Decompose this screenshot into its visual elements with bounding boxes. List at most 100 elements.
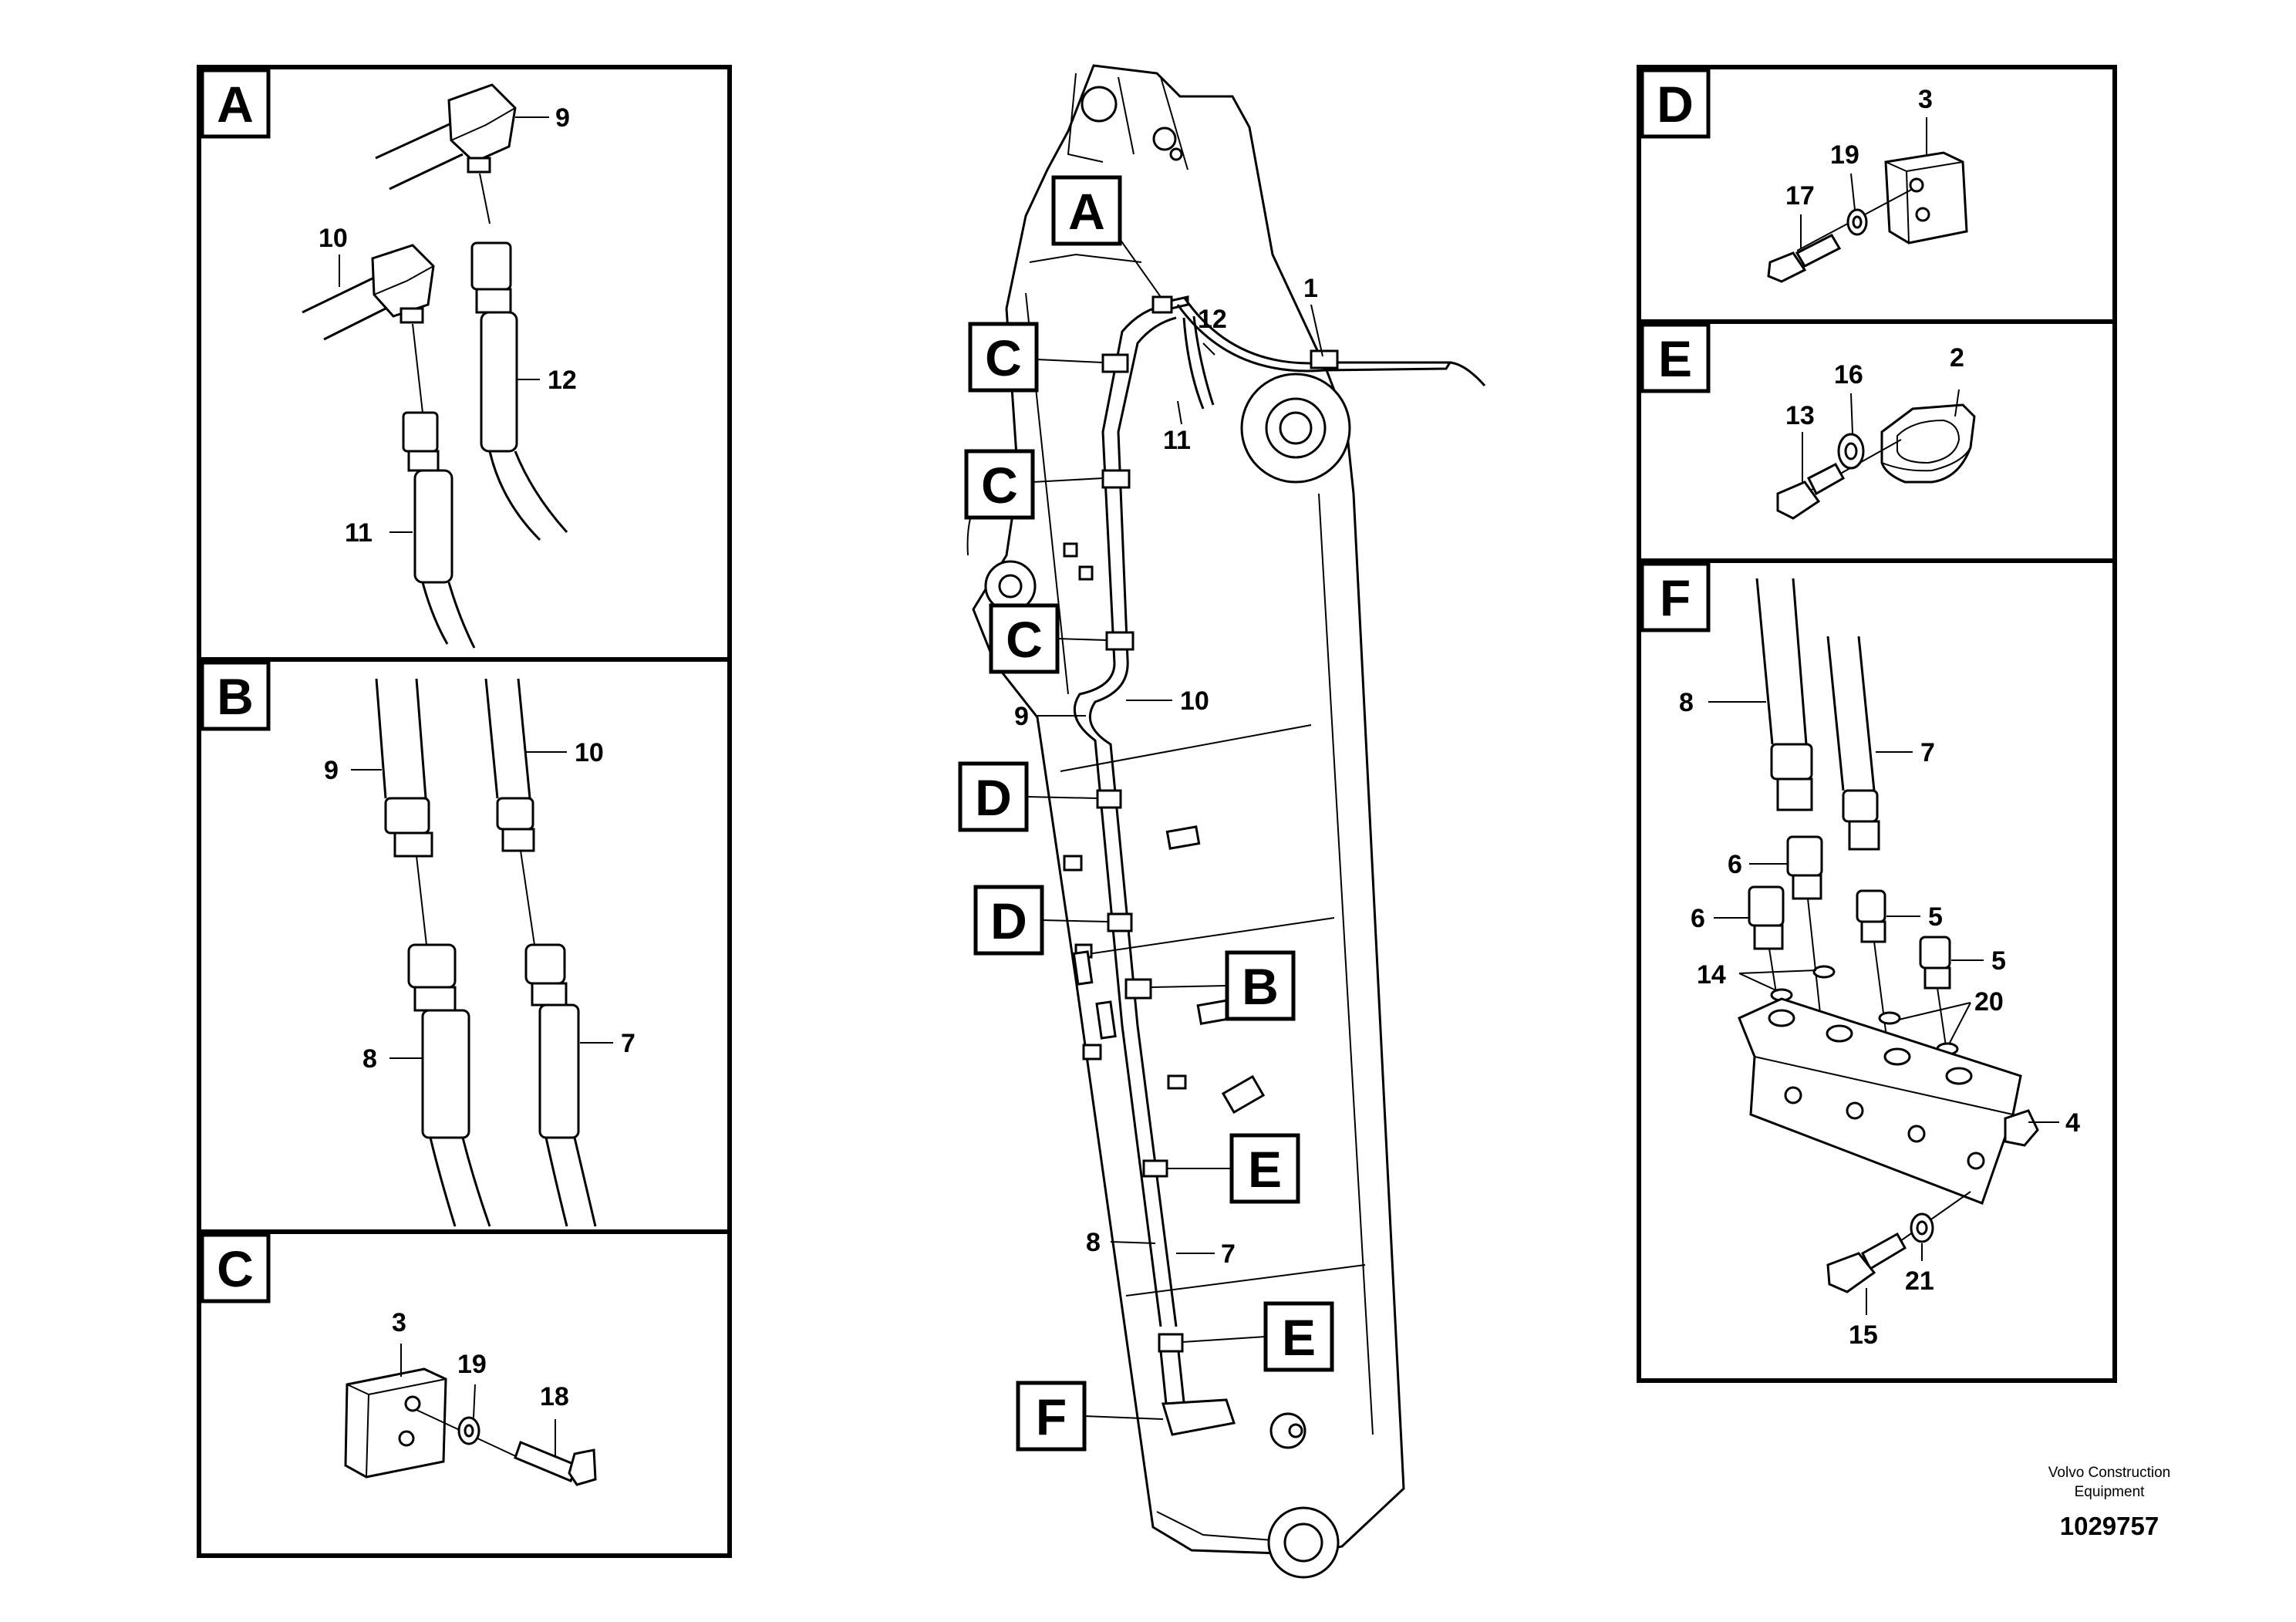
- clamp-e2-mark: [1158, 1333, 1184, 1353]
- label-3: 3: [392, 1308, 406, 1337]
- label-21: 21: [1905, 1266, 1934, 1296]
- label-18: 18: [540, 1382, 569, 1411]
- label-8: 8: [1679, 688, 1694, 717]
- callout-e1: E: [1248, 1141, 1282, 1198]
- callout-a-box: [1051, 175, 1122, 246]
- panel-e-frame: [1637, 319, 2117, 563]
- main-label-12: 12: [1198, 305, 1227, 334]
- label-7: 7: [1920, 738, 1935, 767]
- clamp-c1-mark: [1101, 353, 1129, 373]
- label-16: 16: [1834, 360, 1863, 389]
- company-line-2: Equipment: [2075, 1484, 2146, 1500]
- label-11: 11: [345, 518, 373, 548]
- clamp-1-mark: [1310, 349, 1339, 369]
- main-label-7: 7: [1221, 1239, 1236, 1269]
- hose-9-elbow: [375, 83, 517, 191]
- washer-19: [457, 1416, 480, 1445]
- washer-16: [1837, 433, 1865, 470]
- label-2: 2: [1950, 343, 1964, 373]
- bolt-15: [1826, 1232, 1907, 1293]
- clamp-c3-mark: [1105, 631, 1135, 651]
- bolt-17: [1767, 234, 1842, 283]
- main-callouts: A C C C D D B E E F: [958, 175, 1334, 1452]
- main-label-8: 8: [1086, 1228, 1101, 1257]
- callout-c2: C: [981, 457, 1018, 514]
- washer-21: [1910, 1212, 1934, 1243]
- panel-f: F 8 7 6 6: [1637, 558, 2117, 1383]
- callout-c2-box: [964, 449, 1035, 520]
- clamp-3: [344, 1367, 447, 1479]
- panel-b: B: [197, 657, 732, 1234]
- hose-8: [1755, 578, 1813, 811]
- callout-a: A: [1068, 183, 1105, 240]
- callout-d2-box: [973, 885, 1044, 956]
- main-label-11: 11: [1163, 426, 1191, 455]
- adapter-6a: [1786, 835, 1823, 900]
- hose-7: [1826, 636, 1880, 851]
- clamp-2: [1880, 403, 1976, 484]
- hose-8-fitting: [407, 943, 491, 1227]
- label-4: 4: [2065, 1108, 2080, 1138]
- panel-b-letter-box: [200, 660, 271, 731]
- o-ring-14b: [1812, 965, 1836, 979]
- clamp-3: [1884, 151, 1968, 244]
- panel-d: D 3 19 17: [1637, 65, 2117, 324]
- label-19: 19: [457, 1350, 487, 1379]
- panel-a-letter-box: [200, 68, 271, 139]
- callout-f-box: [1016, 1381, 1087, 1452]
- panel-f-letter-box: [1640, 561, 1711, 632]
- label-17: 17: [1785, 181, 1815, 211]
- panel-c-letter-box: [200, 1233, 271, 1303]
- label-13: 13: [1785, 401, 1815, 430]
- label-10: 10: [575, 738, 604, 767]
- bolt-18: [514, 1441, 597, 1486]
- callout-c3-box: [989, 603, 1060, 674]
- label-5b: 5: [1991, 946, 2006, 976]
- panel-d-letter-box: [1640, 68, 1711, 139]
- label-7: 7: [621, 1029, 636, 1058]
- clamp-b-mark: [1124, 978, 1152, 1000]
- label-20: 20: [1974, 987, 2004, 1017]
- callout-e2: E: [1282, 1309, 1316, 1366]
- callout-f: F: [1036, 1388, 1067, 1445]
- label-5a: 5: [1928, 902, 1943, 932]
- callout-c3: C: [1006, 611, 1043, 668]
- label-8: 8: [362, 1044, 377, 1074]
- washer-19: [1846, 208, 1868, 236]
- label-10: 10: [319, 224, 348, 253]
- panel-b-letter: B: [217, 668, 254, 725]
- manifold-block-mark: [1161, 1398, 1236, 1436]
- clamp-d2-mark: [1107, 912, 1133, 932]
- clamp-d1-mark: [1096, 789, 1122, 809]
- label-6b: 6: [1691, 904, 1705, 933]
- adapter-5a: [1856, 889, 1886, 943]
- fitting-a-mark: [1151, 295, 1173, 314]
- hose-7-fitting: [524, 943, 597, 1227]
- main-labels: 1 12 11 9 10 8 7: [1014, 274, 1323, 1269]
- panel-a-frame: [197, 65, 732, 662]
- clamp-c2-mark: [1101, 469, 1131, 489]
- manifold-block-4: [1738, 997, 2039, 1205]
- callout-c1: C: [985, 329, 1022, 386]
- o-ring-20a: [1878, 1011, 1901, 1025]
- panel-f-letter: F: [1660, 569, 1691, 626]
- label-3: 3: [1918, 85, 1933, 114]
- boom-assembly: [966, 64, 1486, 1579]
- hose-11-fitting: [402, 411, 476, 649]
- panel-a-letter: A: [217, 76, 254, 133]
- drawing-number: 1029757: [2060, 1512, 2159, 1540]
- panel-a: A 12: [197, 65, 732, 662]
- hose-top-run: [1176, 296, 1452, 373]
- panel-e-letter-box: [1640, 322, 1711, 393]
- label-9: 9: [555, 103, 570, 133]
- hose-12-fitting: [470, 241, 568, 541]
- label-19: 19: [1830, 140, 1859, 170]
- callout-d2: D: [990, 892, 1027, 949]
- panel-d-frame: [1637, 65, 2117, 324]
- main-label-9: 9: [1014, 702, 1029, 731]
- callout-b: B: [1242, 958, 1279, 1015]
- adapter-5b: [1919, 936, 1951, 990]
- label-6a: 6: [1728, 850, 1742, 879]
- company-line-1: Volvo Construction: [2048, 1465, 2170, 1481]
